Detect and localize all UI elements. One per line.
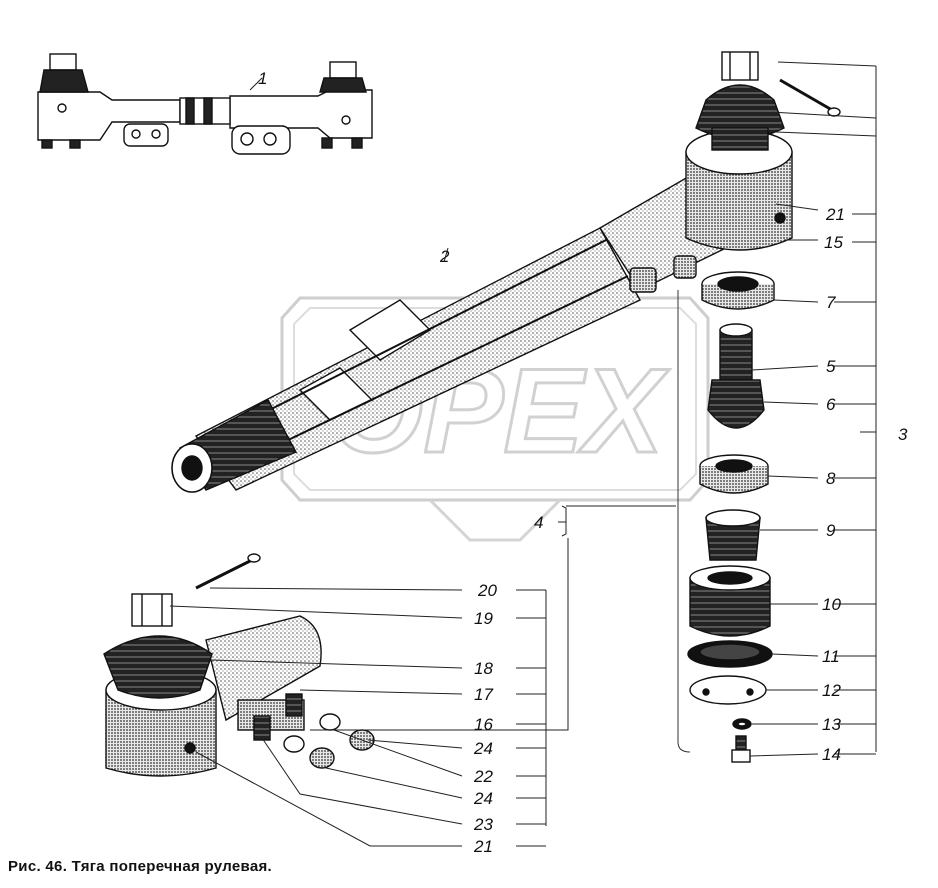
exploded-parts bbox=[677, 271, 775, 763]
callout-13: 13 bbox=[822, 715, 841, 734]
callout-22: 22 bbox=[473, 767, 493, 786]
callout-4: 4 bbox=[534, 513, 543, 532]
callout-17: 17 bbox=[474, 685, 493, 704]
callout-1: 1 bbox=[258, 69, 267, 88]
callout-24-a: 24 bbox=[473, 739, 493, 758]
callout-6: 6 bbox=[826, 395, 836, 414]
callout-labels: 1 2 3 4 21 15 7 5 6 8 9 10 11 12 13 14 2… bbox=[258, 69, 908, 856]
callout-15: 15 bbox=[824, 233, 843, 252]
lower-tie-rod-end bbox=[103, 553, 375, 777]
callout-8: 8 bbox=[826, 469, 836, 488]
callout-14: 14 bbox=[822, 745, 841, 764]
figure-caption: Рис. 46. Тяга поперечная рулевая. bbox=[8, 858, 272, 875]
callout-7: 7 bbox=[826, 293, 836, 312]
callout-23: 23 bbox=[473, 815, 493, 834]
tie-rod-overview bbox=[37, 53, 373, 155]
callout-2: 2 bbox=[439, 247, 450, 266]
callout-3: 3 bbox=[898, 425, 908, 444]
callout-18: 18 bbox=[474, 659, 493, 678]
threaded-end bbox=[171, 399, 297, 493]
callout-24-b: 24 bbox=[473, 789, 493, 808]
tie-rod-tube bbox=[194, 227, 641, 491]
upper-tie-rod-end bbox=[599, 51, 841, 293]
callout-21-lower: 21 bbox=[473, 837, 493, 856]
callout-20: 20 bbox=[477, 581, 497, 600]
leader-lines bbox=[169, 61, 877, 847]
callout-9: 9 bbox=[826, 521, 836, 540]
callout-12: 12 bbox=[822, 681, 841, 700]
callout-21-upper: 21 bbox=[825, 205, 845, 224]
callout-11: 11 bbox=[822, 647, 840, 666]
callout-5: 5 bbox=[826, 357, 836, 376]
callout-10: 10 bbox=[822, 595, 841, 614]
callout-19: 19 bbox=[474, 609, 493, 628]
callout-16: 16 bbox=[474, 715, 493, 734]
